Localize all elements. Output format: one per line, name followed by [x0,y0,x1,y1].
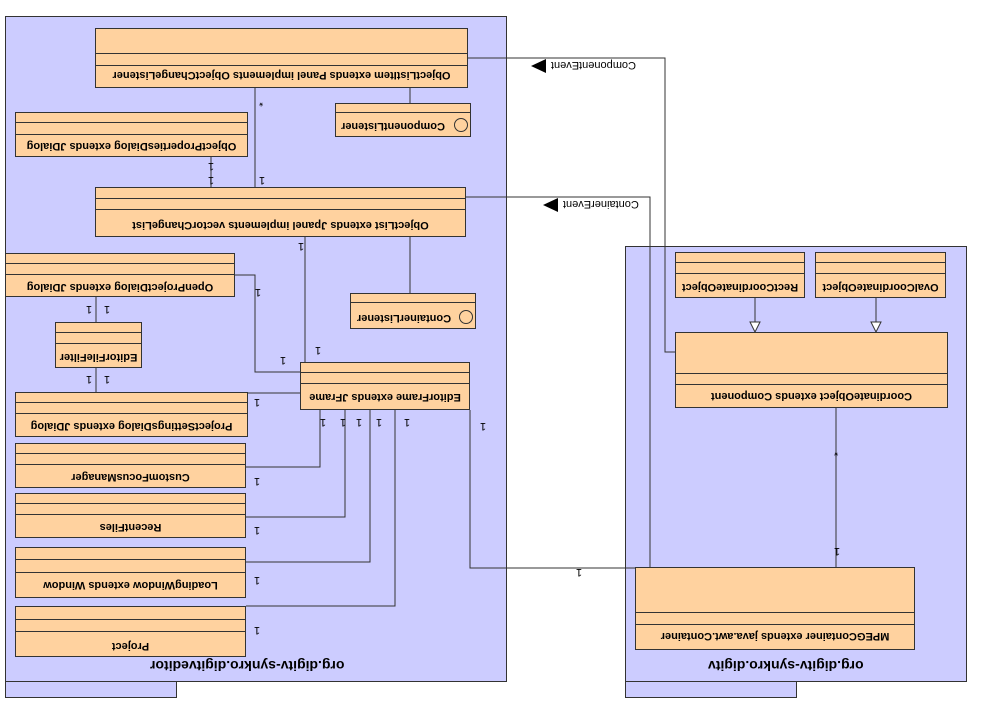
class-object-list-item: ObjectListItem extends Panel implements … [95,28,468,88]
multiplicity-label: 1 [208,174,215,186]
multiplicity-label: 1 [254,624,261,636]
multiplicity-label: 1 [259,174,266,186]
multiplicity-label: * [259,96,264,108]
multiplicity-label: 1 [320,416,327,428]
multiplicity-label: 1 [576,566,583,578]
multiplicity-label: 1 [104,303,111,315]
class-project: Project [15,606,246,657]
class-mpeg-container: MPEGContainer extends java.awt.Container [635,567,915,650]
multiplicity-label: * [834,446,839,458]
multiplicity-label: 1 [340,416,347,428]
interface-container-listener: ContainerListener [350,293,476,329]
class-recent-files: RecentFiles [15,493,246,538]
class-editor-frame: EditorFrame extends JFrame [300,362,470,410]
class-custom-focus-manager: CustomFocusManager [15,443,246,488]
class-object-list: ObjectList extends Jpanel implements vec… [95,187,466,237]
class-editor-file-filter: EditorFileFilter [55,322,142,368]
multiplicity-label: 1 [208,160,215,172]
multiplicity-label: 1 [356,416,363,428]
multiplicity-label: 1 [104,373,111,385]
multiplicity-label: 1 [834,545,841,557]
class-object-properties-dialog: ObjectPropertiesDialog extends JDialog [15,112,248,157]
multiplicity-label: 1 [254,524,261,536]
container-event-arrow [543,198,558,212]
interface-component-listener: ComponentListener [335,103,471,137]
multiplicity-label: 1 [254,396,261,408]
class-coordinate-object: CoordinateObject extends Component [675,332,948,408]
multiplicity-label: 1 [480,420,487,432]
multiplicity-label: 1 [315,344,322,356]
multiplicity-label: 1 [376,416,383,428]
component-event-label: ComponentEvent [551,59,636,71]
multiplicity-label: 1 [280,354,287,366]
class-rect-coordinate-object: RectCoordinateObject [675,252,805,298]
class-loading-window: LoadingWindow extends Window [15,547,246,598]
multiplicity-label: 1 [404,416,411,428]
multiplicity-label: 1 [298,240,305,252]
class-open-project-dialog: OpenProjectDialog extends JDialog [5,253,235,297]
interface-circle-icon [454,118,468,132]
multiplicity-label: 1 [254,475,261,487]
component-event-arrow [531,59,546,73]
class-project-settings-dialog: ProjectSettingsDialog extends JDialog [15,392,248,437]
multiplicity-label: 1 [86,373,93,385]
inheritance-arrow-oval [870,321,882,334]
inheritance-arrow-rect [749,321,761,334]
multiplicity-label: 1 [86,303,93,315]
multiplicity-label: 1 [254,574,261,586]
container-event-label: ContainerEvent [563,198,639,210]
multiplicity-label: 1 [255,286,262,298]
class-oval-coordinate-object: OvalCoordinateObject [815,252,946,298]
interface-circle-icon [459,310,473,324]
